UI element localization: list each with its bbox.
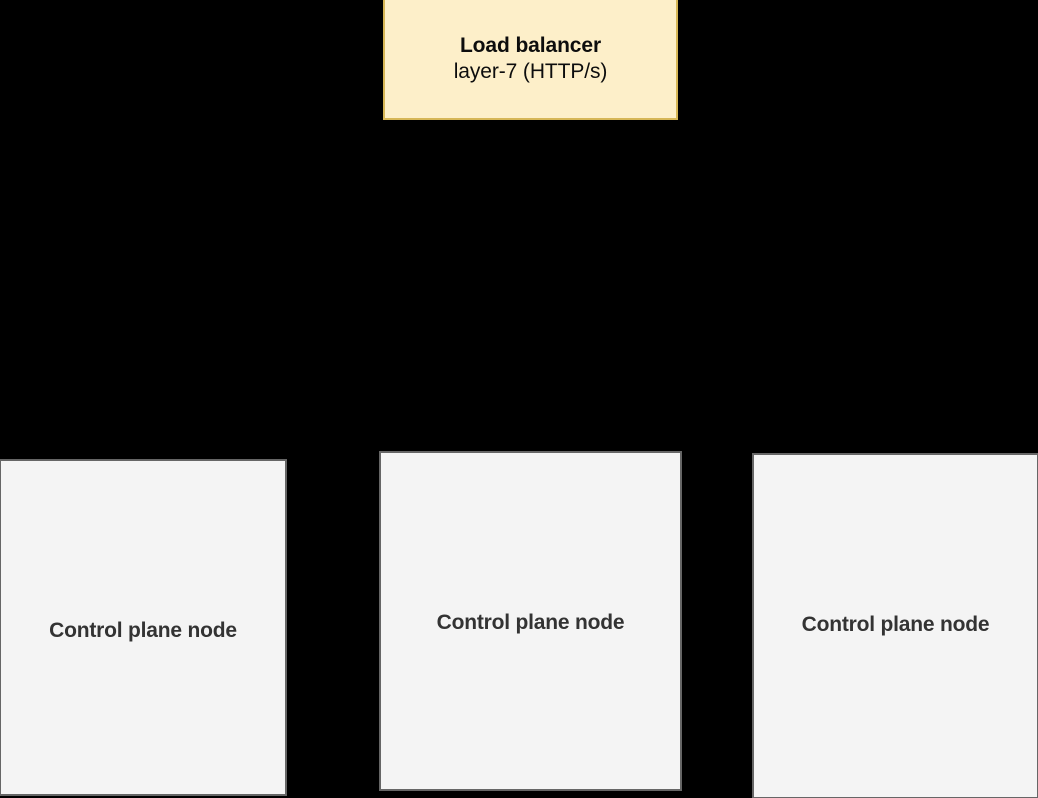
control-plane-node-2[interactable]: Control plane node <box>379 451 682 791</box>
load-balancer-subtitle: layer-7 (HTTP/s) <box>453 59 608 83</box>
control-plane-node-3[interactable]: Control plane node <box>752 453 1038 798</box>
load-balancer-node[interactable]: Load balancer layer-7 (HTTP/s) <box>383 0 678 120</box>
control-plane-node-1[interactable]: Control plane node <box>0 459 287 796</box>
control-plane-node-2-label: Control plane node <box>436 611 625 634</box>
control-plane-node-3-label: Control plane node <box>801 613 990 636</box>
control-plane-node-1-label: Control plane node <box>49 619 237 642</box>
load-balancer-title: Load balancer <box>459 33 602 57</box>
